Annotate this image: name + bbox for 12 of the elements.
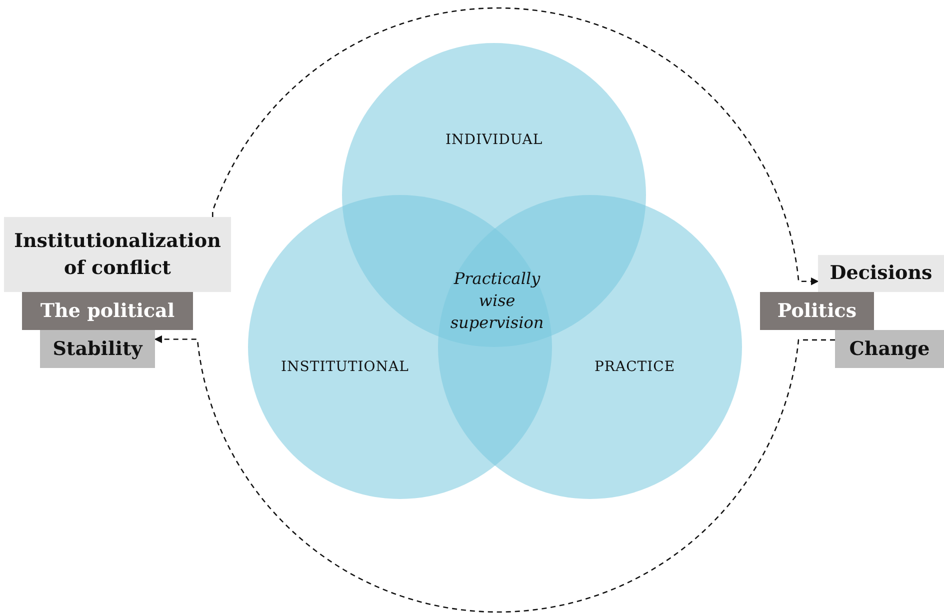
label-box: Change [835,330,944,368]
dashed-arrow [154,335,835,613]
label-box: Politics [760,292,874,330]
label-box: Institutionalization of conflict [4,217,231,292]
circle-label: INDIVIDUAL [446,132,543,148]
label-box: The political [22,292,193,330]
center-label: Practically wise supervision [449,268,545,334]
dashed-arrow [212,7,819,286]
circle-label: PRACTICE [594,359,676,375]
label-box: Decisions [818,255,944,292]
circle-label: INSTITUTIONAL [281,359,409,375]
label-box: Stability [40,330,155,368]
